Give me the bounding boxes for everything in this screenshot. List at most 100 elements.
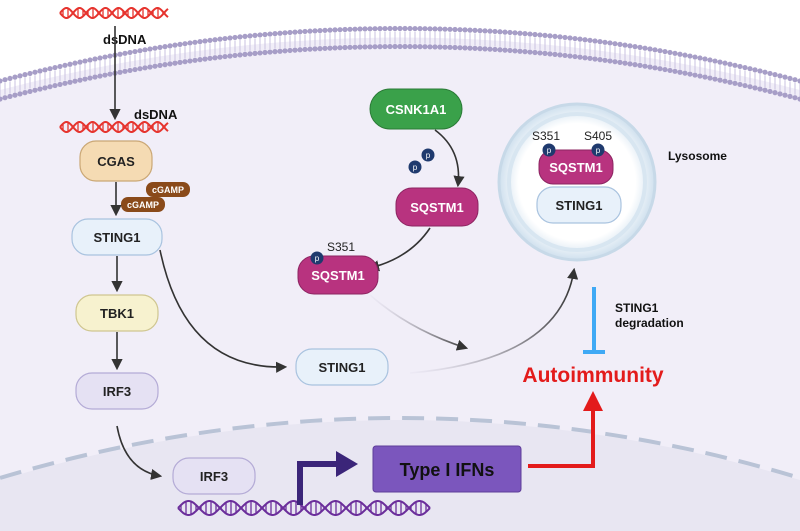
lipid-head bbox=[557, 34, 563, 40]
lipid-head bbox=[7, 93, 13, 100]
lipid-head bbox=[662, 48, 668, 55]
lipid-head bbox=[62, 62, 68, 68]
phosphate-s351 bbox=[310, 251, 324, 265]
lipid-head bbox=[542, 50, 548, 56]
lipid-head bbox=[337, 45, 343, 51]
lipid-head bbox=[707, 75, 713, 81]
lipid-head bbox=[372, 26, 378, 32]
degradation-label-1: STING1 bbox=[615, 301, 659, 315]
lipid-head bbox=[197, 39, 203, 45]
type1-ifns-label: Type I IFNs bbox=[400, 460, 495, 480]
phosphate-lyso-1 bbox=[542, 143, 556, 157]
lipid-head bbox=[157, 44, 163, 51]
lipid-head bbox=[712, 76, 718, 82]
lipid-head bbox=[507, 47, 513, 54]
lipid-head bbox=[117, 69, 123, 75]
arrow-sting-translocation bbox=[159, 249, 288, 373]
arrow-sting-lysosome bbox=[409, 267, 579, 374]
lipid-head bbox=[592, 56, 598, 62]
lipid-head bbox=[582, 37, 588, 43]
lipid-head bbox=[652, 47, 658, 53]
lipid-head bbox=[427, 44, 433, 50]
lipid-head bbox=[737, 81, 743, 88]
lipid-head bbox=[527, 31, 533, 37]
irf3-nucleus-node bbox=[172, 457, 256, 495]
lipid-head bbox=[662, 66, 668, 73]
lipid-head bbox=[47, 66, 53, 72]
lipid-head bbox=[362, 26, 368, 32]
lipid-head bbox=[472, 45, 478, 51]
lipid-head bbox=[672, 50, 678, 56]
lipid-head bbox=[192, 39, 198, 45]
lipid-head bbox=[447, 44, 453, 50]
lipid-head bbox=[47, 84, 53, 90]
lipid-head bbox=[497, 29, 503, 35]
lipid-head bbox=[577, 54, 583, 60]
lipid-head bbox=[582, 55, 588, 61]
lipid-head bbox=[82, 58, 88, 64]
lipid-head bbox=[542, 32, 548, 38]
lipid-head bbox=[492, 28, 498, 35]
lipid-head bbox=[477, 28, 483, 34]
lipid-head bbox=[522, 31, 528, 37]
tbk1-node bbox=[75, 294, 159, 332]
lipid-head bbox=[372, 44, 378, 50]
lipid-head bbox=[577, 36, 583, 42]
lipid-head bbox=[797, 78, 800, 84]
lipid-head bbox=[267, 49, 273, 55]
lipid-head bbox=[222, 53, 228, 60]
lipid-head bbox=[32, 69, 38, 75]
arrow-sqstm1-lysosome bbox=[369, 294, 469, 351]
lipid-head bbox=[202, 38, 208, 44]
lipid-head bbox=[417, 44, 423, 50]
lipid-head bbox=[447, 26, 453, 32]
arrow-irf3-nucleus bbox=[116, 425, 163, 480]
lipid-head bbox=[697, 73, 703, 79]
lipid-head bbox=[287, 47, 293, 54]
lipid-head bbox=[247, 51, 253, 57]
sting1-lyso-node bbox=[536, 186, 622, 224]
lipid-head bbox=[637, 44, 643, 51]
lipid-head bbox=[2, 95, 8, 101]
lipid-head bbox=[537, 32, 543, 38]
lipid-head bbox=[492, 46, 498, 53]
nuclear-dna-helix bbox=[177, 500, 431, 516]
lipid-head bbox=[132, 66, 138, 73]
lipid-head bbox=[347, 26, 353, 32]
lipid-head bbox=[52, 64, 58, 71]
sqstm1-lyso-node bbox=[538, 149, 614, 185]
lipid-head bbox=[732, 80, 738, 86]
lipid-head bbox=[642, 63, 648, 69]
lipid-head bbox=[687, 53, 693, 59]
lipid-head bbox=[87, 75, 93, 81]
s405-lyso-label: S405 bbox=[584, 129, 612, 143]
lipid-head bbox=[137, 66, 143, 72]
lipid-head bbox=[302, 28, 308, 35]
lipid-head bbox=[642, 45, 648, 51]
lipid-head bbox=[482, 46, 488, 52]
lipid-head bbox=[387, 25, 393, 32]
lipid-head bbox=[197, 57, 203, 63]
lipid-head bbox=[572, 53, 578, 60]
lipid-head bbox=[177, 41, 183, 47]
sting1-center-node bbox=[295, 348, 389, 386]
lipid-head bbox=[452, 26, 458, 33]
lipid-head bbox=[392, 25, 398, 32]
lipid-head bbox=[182, 41, 188, 47]
lipid-head bbox=[232, 34, 238, 41]
lipid-head bbox=[517, 30, 523, 36]
lipid-head bbox=[132, 48, 138, 55]
phosphate-1 bbox=[421, 148, 435, 162]
lipid-head bbox=[117, 51, 123, 57]
lipid-head bbox=[467, 27, 473, 33]
lipid-head bbox=[742, 64, 748, 71]
irf3-nucleus-label: IRF3 bbox=[200, 469, 228, 484]
lipid-head bbox=[162, 44, 168, 50]
cgamp-badge-1 bbox=[146, 182, 190, 197]
lipid-head bbox=[12, 92, 18, 98]
lipid-head bbox=[327, 45, 333, 51]
lipid-head bbox=[602, 57, 608, 63]
lipid-head bbox=[172, 42, 178, 48]
lipid-head bbox=[562, 34, 568, 41]
